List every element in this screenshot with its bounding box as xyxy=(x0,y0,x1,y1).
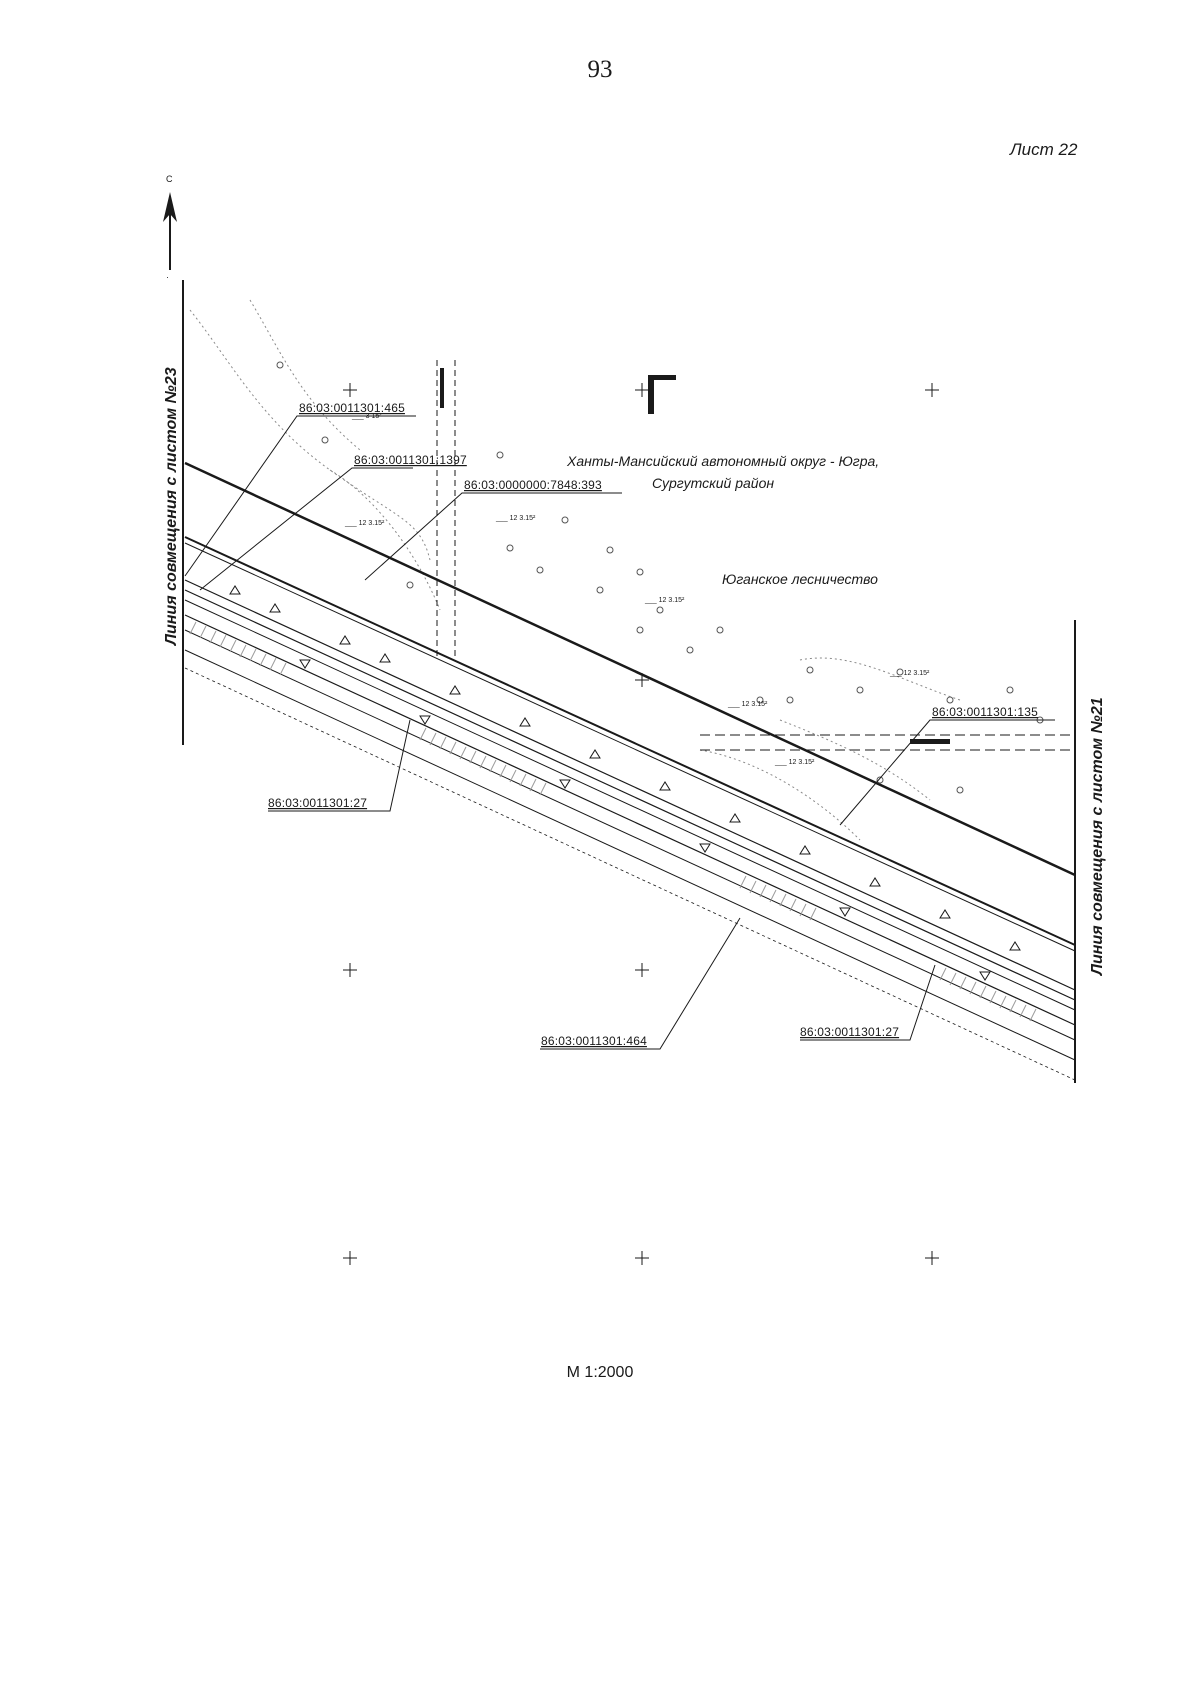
page-number: 93 xyxy=(587,56,613,83)
grid-crosses xyxy=(343,383,939,1265)
scale-label: М 1:2000 xyxy=(566,1364,634,1381)
region-line2: Сургутский район xyxy=(652,475,774,491)
cadastral-label-465: 86:03:0011301:465 xyxy=(299,401,405,415)
svg-text:___ 12 3.15²: ___ 12 3.15² xyxy=(889,670,930,677)
region-line1: Ханты-Мансийский автономный округ - Югра… xyxy=(566,453,879,469)
hatched-strip xyxy=(189,621,1037,1022)
north-arrow-icon: С · xyxy=(163,174,177,282)
sheet-label: Лист 22 xyxy=(1010,140,1078,159)
forestry-label: Юганское лесничество xyxy=(722,571,878,587)
tree-symbols xyxy=(276,361,1044,794)
terrain-contours xyxy=(189,299,961,841)
left-match-label: Линия совмещения с листом №23 xyxy=(163,367,180,646)
cadastral-label-1397: 86:03:0011301:1397 xyxy=(354,453,467,467)
north-arrow-label: С xyxy=(166,174,173,184)
svg-text:___ 12 3.15²: ___ 12 3.15² xyxy=(774,759,815,766)
cadastral-leaders xyxy=(184,415,1055,1050)
corridor-lines xyxy=(184,461,1076,1081)
cadastral-label-27-left: 86:03:0011301:27 xyxy=(268,796,367,810)
cadastral-label-464: 86:03:0011301:464 xyxy=(541,1034,647,1048)
cadastral-label-7848-393: 86:03:0000000:7848:393 xyxy=(464,478,602,492)
dashed-pipeline xyxy=(700,734,1070,751)
svg-text:·: · xyxy=(166,272,169,282)
road-sign-icon xyxy=(648,378,654,414)
survey-markers xyxy=(229,585,1021,981)
cadastral-label-27-right: 86:03:0011301:27 xyxy=(800,1025,899,1039)
svg-text:___ 12 3.15²: ___ 12 3.15² xyxy=(644,597,685,604)
right-match-label: Линия совмещения с листом №21 xyxy=(1089,697,1106,976)
svg-text:___ 12 3.15²: ___ 12 3.15² xyxy=(495,515,536,522)
cadastral-label-135: 86:03:0011301:135 xyxy=(932,705,1038,719)
svg-text:___ 12 3.15²: ___ 12 3.15² xyxy=(344,520,385,527)
dashed-road xyxy=(436,360,456,660)
svg-text:___ 12 3.15²: ___ 12 3.15² xyxy=(727,701,768,708)
